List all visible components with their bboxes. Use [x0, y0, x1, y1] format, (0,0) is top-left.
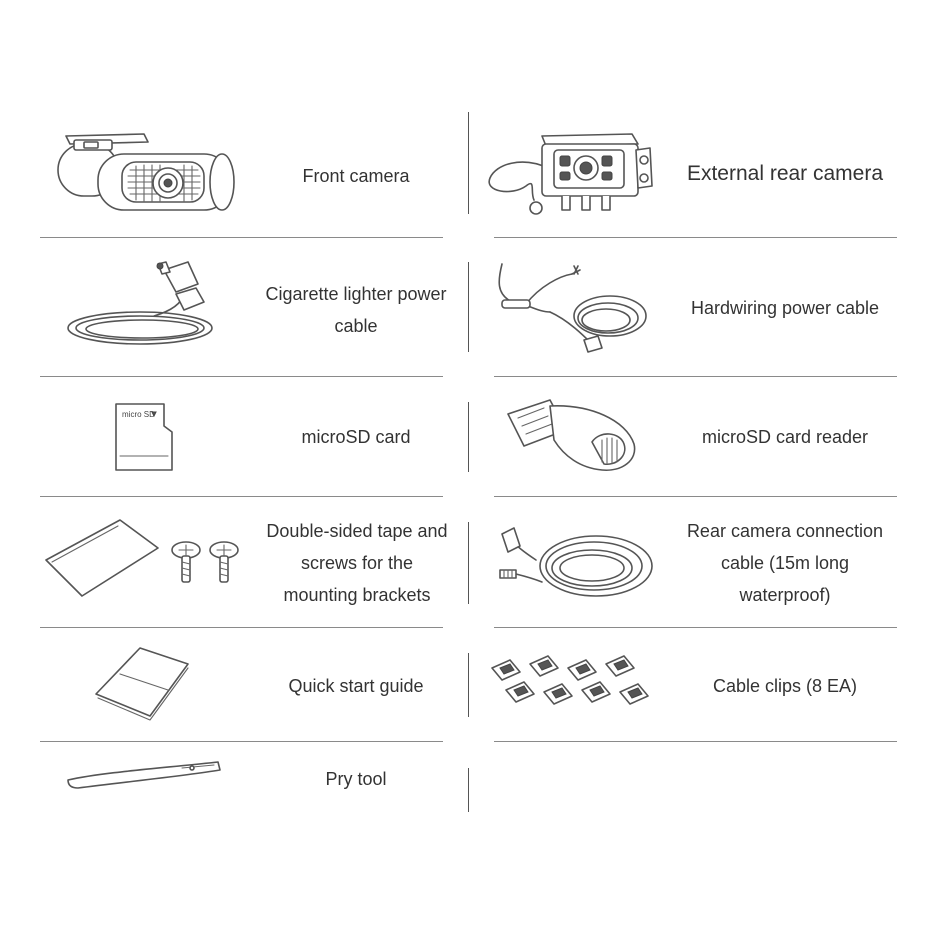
row-separator — [494, 496, 897, 497]
item-label: microSD card reader — [701, 427, 869, 447]
row-separator — [494, 627, 897, 628]
column-divider — [468, 653, 469, 717]
item-label: Double-sided tape and screws for the mou… — [266, 521, 448, 605]
row-separator — [40, 627, 443, 628]
item-label: Rear camera connection cable (15m long w… — [686, 521, 884, 605]
column-divider — [468, 112, 469, 214]
column-divider — [468, 522, 469, 604]
row-separator — [494, 376, 897, 377]
microsd-card-icon: micro SD — [112, 400, 176, 474]
row-separator — [40, 376, 443, 377]
hardwiring-cable-icon — [488, 256, 658, 360]
item-label: Front camera — [302, 166, 410, 186]
row-separator — [494, 237, 897, 238]
item-label: Pry tool — [325, 769, 387, 789]
tape-and-screws-icon — [42, 514, 248, 606]
item-label: Cable clips (8 EA) — [712, 676, 858, 696]
dashcam-front-camera-icon — [52, 128, 242, 220]
cigarette-lighter-cable-icon — [64, 254, 224, 354]
card-print: micro SD — [122, 410, 155, 419]
column-divider — [468, 768, 469, 812]
rear-camera-icon — [482, 126, 662, 226]
item-label: Cigarette lighter power cable — [265, 284, 447, 336]
connection-cable-icon — [496, 516, 656, 608]
row-separator — [40, 741, 443, 742]
row-separator — [40, 237, 443, 238]
pry-tool-icon — [64, 760, 224, 796]
column-divider — [468, 402, 469, 472]
row-separator — [494, 741, 897, 742]
cable-clips-icon — [488, 654, 649, 714]
column-divider — [468, 262, 469, 352]
card-reader-icon — [504, 396, 640, 480]
item-label: Hardwiring power cable — [690, 298, 880, 318]
item-label: Quick start guide — [288, 676, 424, 696]
item-label: microSD card — [301, 427, 411, 447]
item-label: External rear camera — [686, 162, 884, 185]
row-separator — [40, 496, 443, 497]
quick-start-guide-icon — [92, 644, 192, 722]
